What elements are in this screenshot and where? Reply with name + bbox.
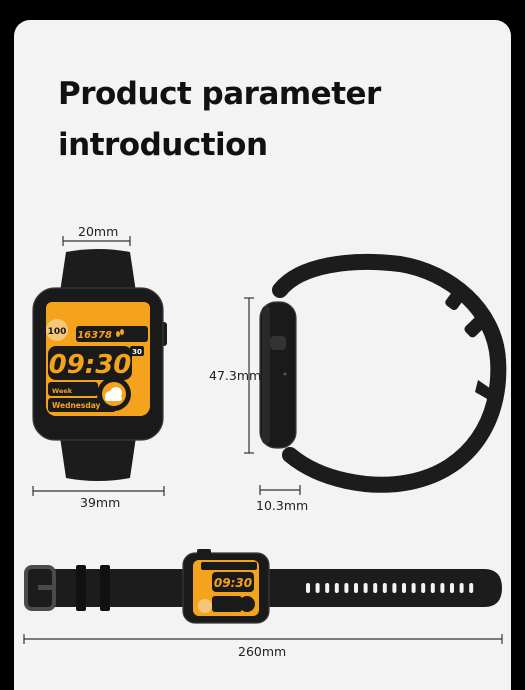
strap-hole: [459, 583, 464, 593]
band-width-label: 20mm: [78, 224, 119, 239]
weekday-label: Wednesday: [52, 401, 101, 410]
dimension-lines-front: [32, 236, 165, 496]
footsteps-icon: [116, 329, 124, 337]
case-height-label: 47.3mm: [209, 368, 262, 383]
flat-watch: 09:30: [24, 549, 502, 624]
strap-holes: [306, 583, 474, 593]
strap-hole: [450, 583, 454, 593]
date-value: 30: [132, 348, 142, 356]
strap-hole: [363, 583, 368, 593]
dimension-lines-side: [244, 297, 301, 495]
time-value: 09:30: [49, 350, 132, 380]
title-line-2: introduction: [58, 127, 268, 163]
strap-hole: [334, 583, 339, 593]
strap-hole: [306, 583, 310, 593]
dimension-line-length: [23, 634, 503, 644]
strap-hole: [325, 583, 330, 593]
total-length-label: 260mm: [238, 644, 287, 659]
strap-hole: [440, 583, 445, 593]
strap-hole: [382, 583, 387, 593]
strap-hole: [430, 583, 435, 593]
svg-text:09:30: 09:30: [214, 576, 252, 590]
week-label: Week: [52, 387, 73, 395]
thickness-label: 10.3mm: [256, 498, 309, 513]
cloud-icon: [105, 387, 122, 401]
strap-hole: [344, 583, 349, 593]
strap-hole: [421, 583, 426, 593]
side-watch: [259, 254, 507, 493]
strap-hole: [354, 583, 358, 593]
strap-hole: [373, 583, 378, 593]
strap-hole: [392, 583, 397, 593]
case-width-label: 39mm: [80, 495, 121, 510]
steps-value: 16378: [77, 330, 112, 341]
title-line-1: Product parameter: [58, 76, 381, 112]
strap-hole: [402, 583, 406, 593]
strap-hole: [411, 583, 416, 593]
front-watch: 100 16378 09:30 30 Week Wednesday: [32, 249, 167, 481]
badge-value: 100: [48, 327, 67, 337]
strap-hole: [315, 583, 320, 593]
strap-hole: [469, 583, 474, 593]
